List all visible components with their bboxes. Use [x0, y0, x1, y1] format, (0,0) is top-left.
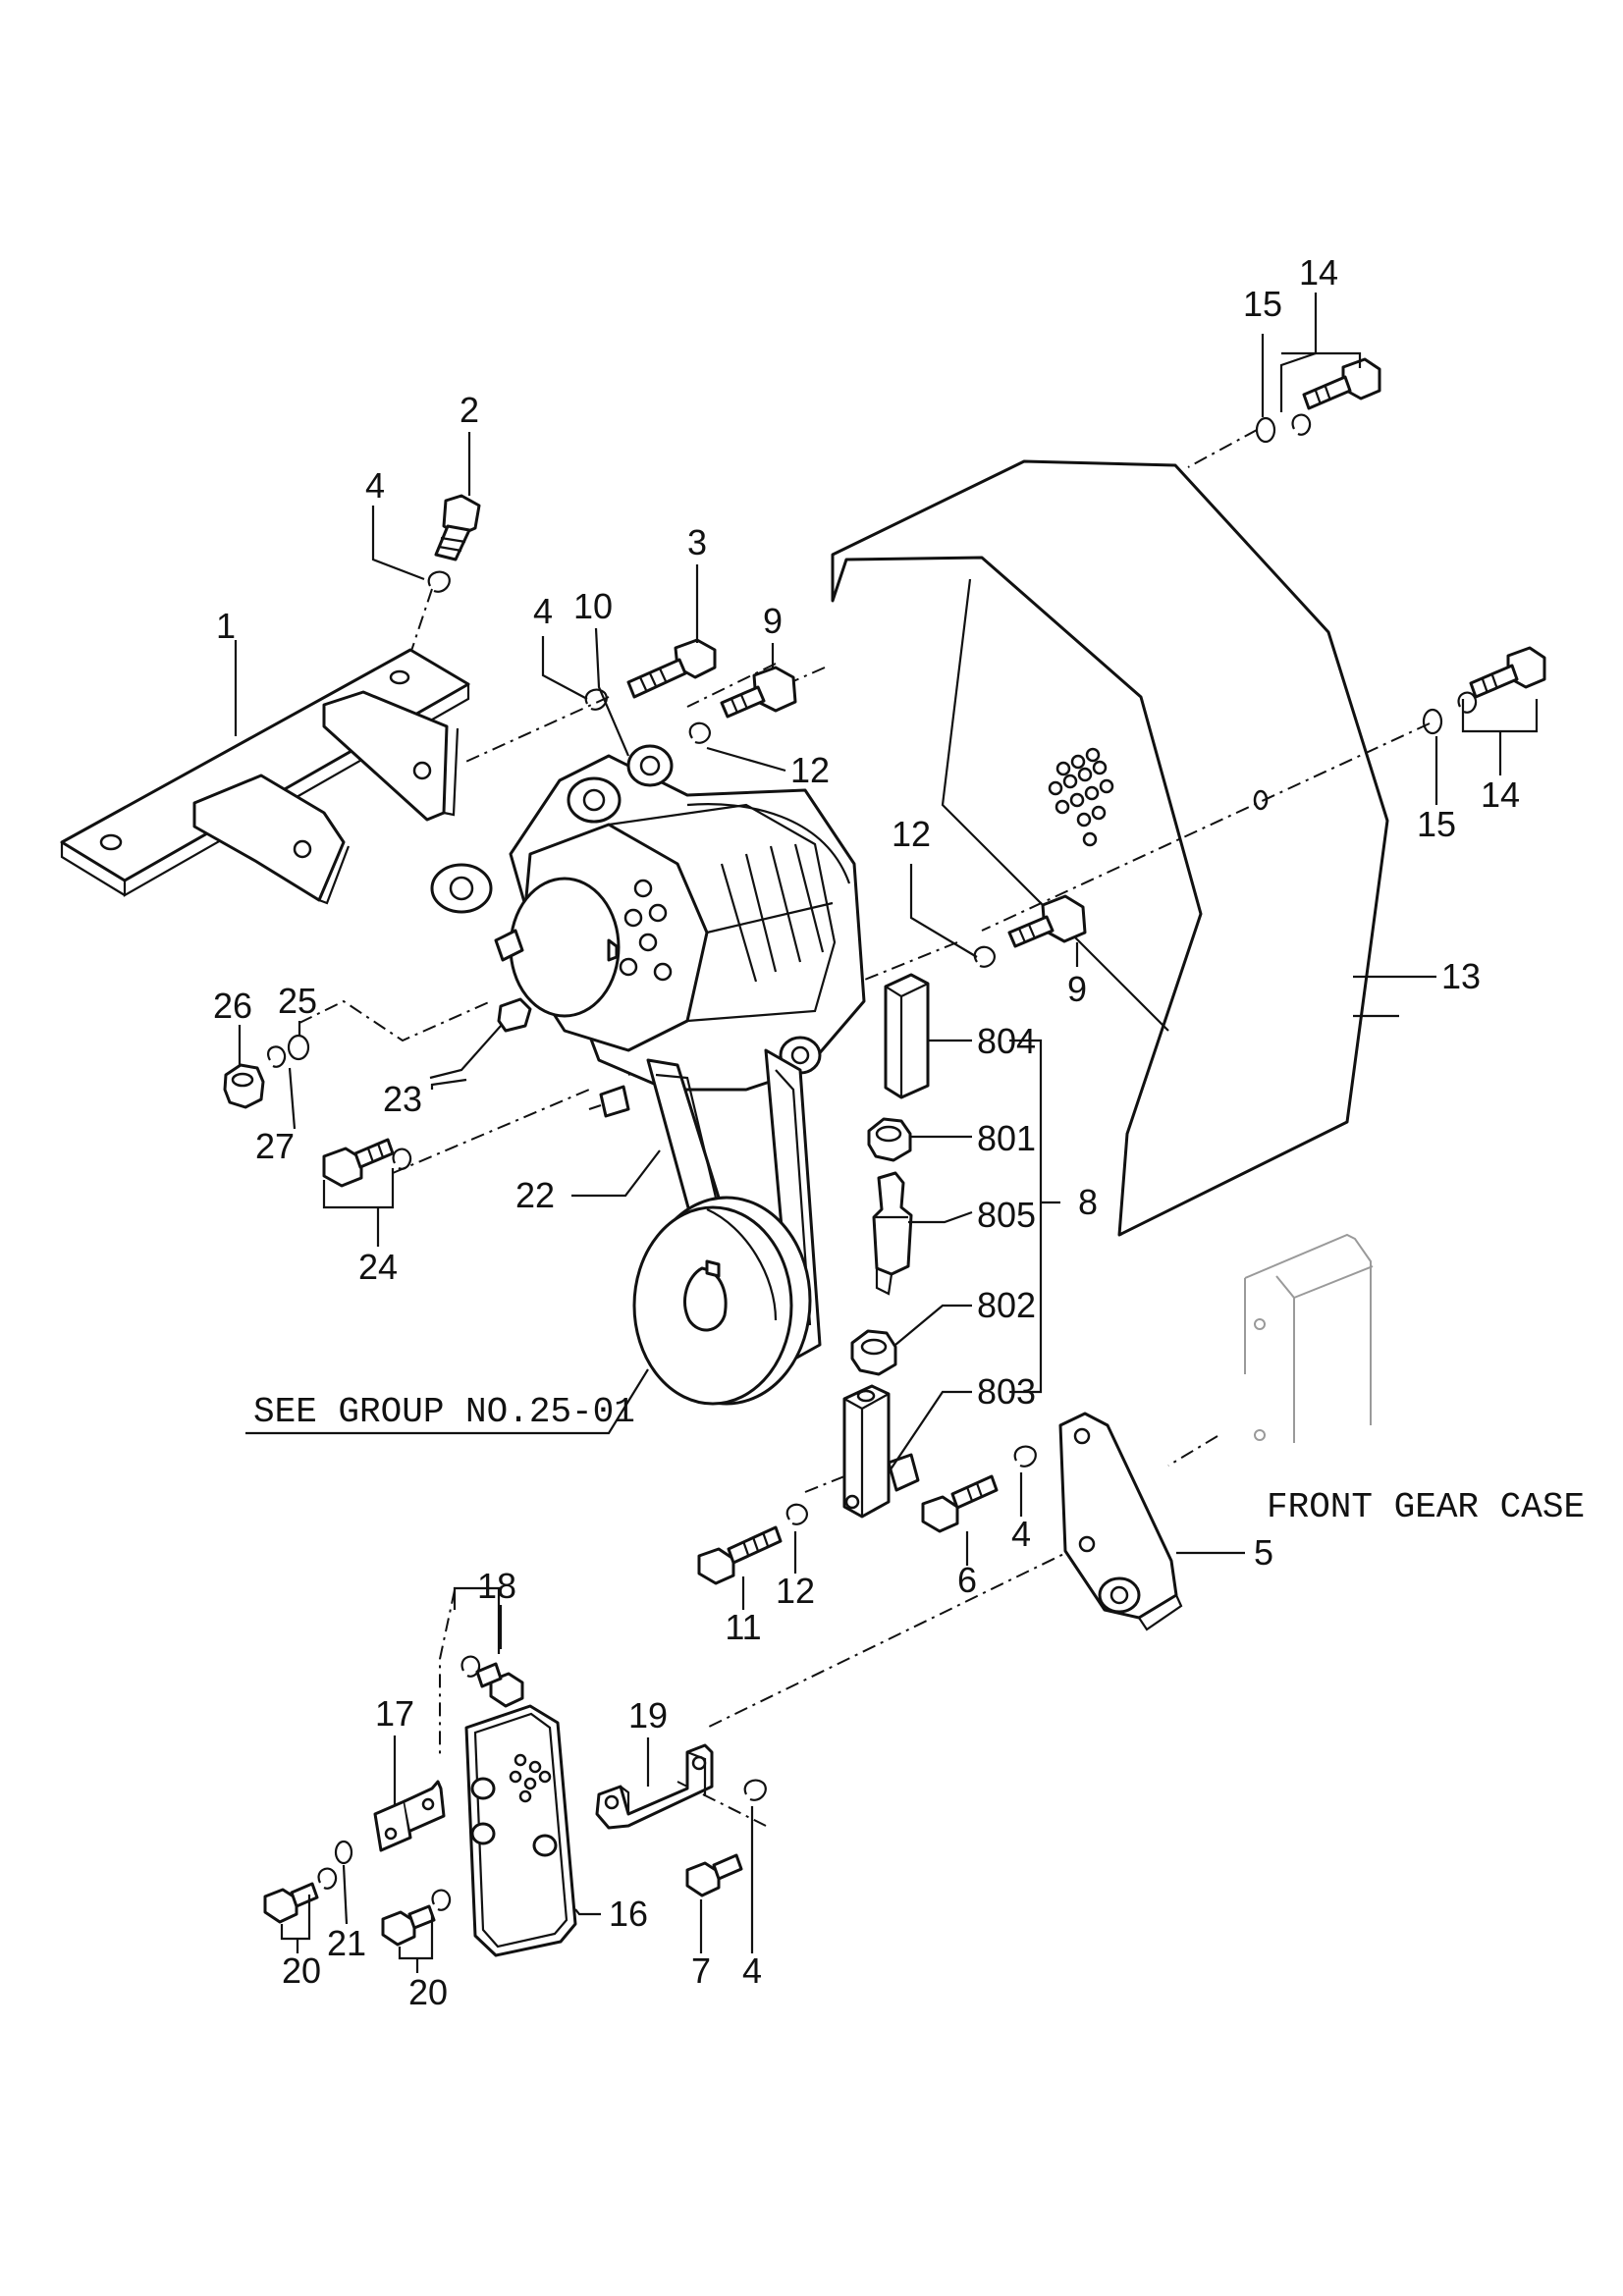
bolt-3 — [626, 638, 717, 699]
bolt-20-right — [381, 1889, 452, 1947]
label-15-upper: 15 — [1243, 284, 1282, 324]
nut-802 — [850, 1329, 897, 1376]
label-11: 11 — [725, 1607, 761, 1647]
stud-805 — [872, 1171, 913, 1296]
label-6: 6 — [957, 1560, 977, 1600]
front-gear-case-note: FRONT GEAR CASE — [1267, 1487, 1585, 1527]
bolt-2 — [434, 494, 481, 561]
lock-washer-4b — [584, 688, 608, 711]
label-5: 5 — [1254, 1532, 1273, 1573]
bolt-14-right — [1457, 646, 1546, 714]
stud-9-lower — [1007, 894, 1087, 948]
lock-washer-4c — [1013, 1445, 1037, 1468]
bolt-6 — [921, 1474, 999, 1533]
cover-plate-16 — [464, 1704, 577, 1957]
label-9-lower: 9 — [1067, 969, 1087, 1009]
washer-12b — [973, 945, 996, 968]
washer-12a — [688, 721, 711, 744]
label-17: 17 — [375, 1693, 414, 1734]
washer-12c — [785, 1503, 808, 1525]
nut-26 — [223, 1063, 265, 1109]
label-3: 3 — [687, 522, 707, 562]
label-12-upper: 12 — [790, 750, 830, 790]
label-20-right: 20 — [408, 1972, 448, 2012]
alternator — [430, 754, 866, 1118]
label-7: 7 — [691, 1950, 711, 1991]
label-12-mid: 12 — [892, 814, 931, 854]
label-4-top: 4 — [365, 465, 385, 506]
washer-27 — [267, 1045, 287, 1068]
label-15-right: 15 — [1417, 804, 1456, 844]
label-21: 21 — [327, 1923, 366, 1963]
label-13: 13 — [1441, 956, 1481, 996]
label-801: 801 — [977, 1118, 1036, 1158]
lock-washer-4d — [743, 1779, 767, 1801]
label-4-mid: 4 — [533, 591, 553, 631]
label-25: 25 — [278, 981, 317, 1021]
bolt-11 — [697, 1525, 783, 1585]
collar-10 — [626, 744, 674, 787]
label-12-lower: 12 — [776, 1571, 815, 1611]
adjusting-bracket-5 — [1058, 1412, 1183, 1631]
clip-17 — [373, 1780, 446, 1852]
bracket-19 — [595, 1743, 714, 1830]
label-18: 18 — [477, 1566, 516, 1606]
label-14-right: 14 — [1481, 774, 1520, 815]
label-802: 802 — [977, 1285, 1036, 1325]
cover-vent-holes — [1048, 747, 1114, 847]
washer-15-upper — [1255, 416, 1276, 444]
label-27: 27 — [255, 1126, 295, 1166]
label-26: 26 — [213, 986, 252, 1026]
label-23: 23 — [383, 1079, 422, 1119]
terminal-23 — [497, 997, 532, 1033]
front-gear-case-outline — [1244, 1233, 1374, 1443]
label-804: 804 — [977, 1021, 1036, 1061]
block-803 — [842, 1384, 920, 1519]
label-805: 805 — [977, 1195, 1036, 1235]
part-number-labels: 1 2 3 4 4 4 4 5 6 7 8 9 9 10 11 12 12 12… — [213, 252, 1520, 2012]
label-14-upper: 14 — [1299, 252, 1338, 293]
label-24: 24 — [358, 1247, 398, 1287]
label-10: 10 — [573, 586, 613, 626]
bolt-14-upper — [1291, 357, 1381, 436]
label-9-upper: 9 — [763, 601, 783, 641]
lock-washer-4a — [427, 570, 451, 593]
washer-21 — [334, 1840, 353, 1865]
label-16: 16 — [609, 1894, 648, 1934]
label-8: 8 — [1078, 1182, 1098, 1222]
bolt-20-left — [263, 1867, 338, 1924]
block-804 — [884, 973, 930, 1099]
crank-pulley — [632, 1196, 812, 1406]
label-4-right: 4 — [1011, 1514, 1031, 1554]
label-19: 19 — [628, 1695, 668, 1735]
washer-25 — [287, 1034, 310, 1061]
bolt-7 — [685, 1853, 743, 1897]
leader-lines — [234, 293, 1539, 1973]
bolt-24 — [322, 1138, 412, 1188]
label-20-left: 20 — [282, 1950, 321, 1991]
see-group-note: SEE GROUP NO.25-01 — [253, 1392, 635, 1432]
label-803: 803 — [977, 1371, 1036, 1412]
stud-9-upper — [720, 666, 797, 719]
label-1: 1 — [216, 606, 236, 646]
label-2: 2 — [460, 390, 479, 430]
washer-15-right — [1422, 708, 1443, 735]
label-22: 22 — [515, 1175, 555, 1215]
nut-801 — [867, 1117, 912, 1162]
bolt-18 — [460, 1655, 524, 1708]
label-4-bottom: 4 — [742, 1950, 762, 1991]
mounting-bracket — [60, 648, 470, 905]
belt-cover — [831, 459, 1389, 1237]
